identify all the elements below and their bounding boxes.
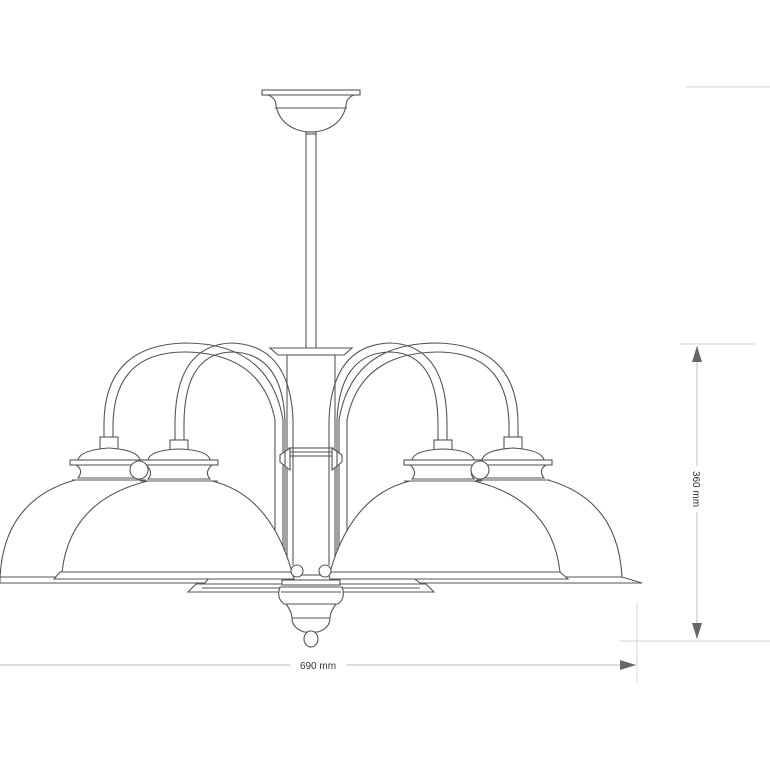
suspension-rod	[305, 131, 317, 349]
back-arms	[103, 342, 519, 560]
width-dimension: 690 mm	[0, 602, 638, 683]
height-label: 360 mm	[690, 471, 701, 507]
height-dimension: 360 mm	[620, 343, 770, 642]
shade-front-right	[327, 439, 570, 580]
shade-front-left	[52, 439, 295, 580]
arrow-down-icon	[692, 623, 702, 639]
bottom-finial	[278, 579, 344, 648]
front-arms	[174, 342, 448, 565]
width-label: 690 mm	[300, 661, 336, 672]
arrow-up-icon	[692, 346, 702, 362]
central-column	[268, 347, 354, 576]
ceiling-canopy	[261, 89, 361, 133]
arm-knobs	[290, 564, 332, 578]
arrow-right-icon	[620, 660, 636, 670]
